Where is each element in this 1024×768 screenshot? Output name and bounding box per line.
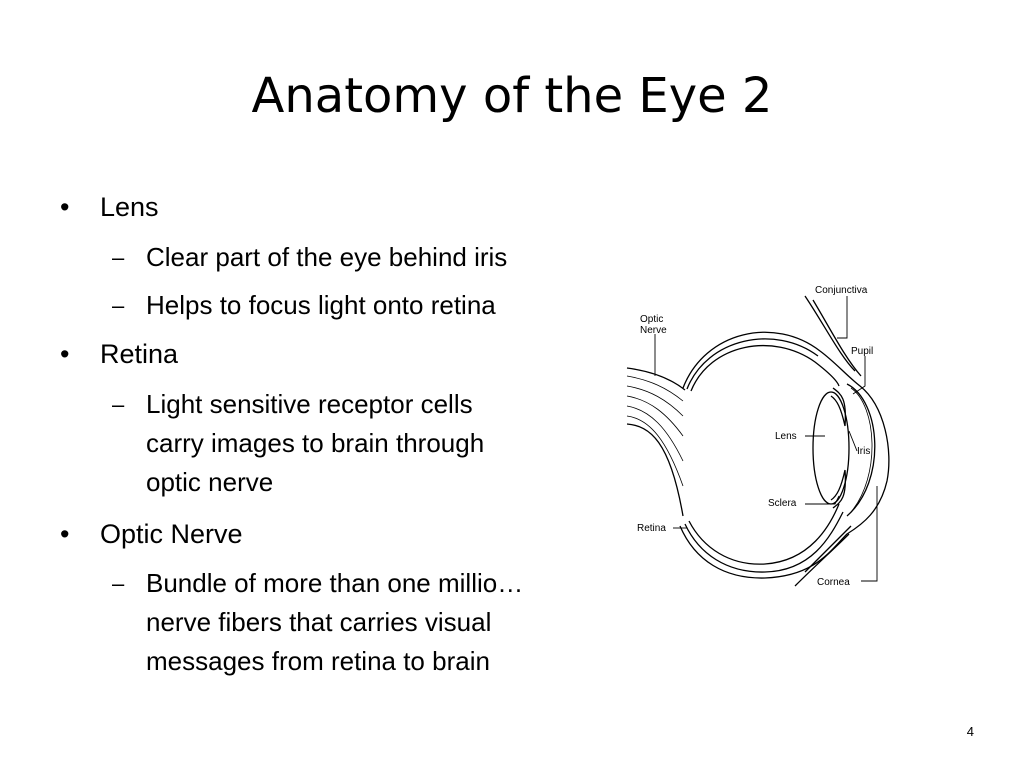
label-pupil: Pupil: [851, 346, 873, 357]
bullet-marker: •: [60, 339, 70, 369]
label-optic-nerve-1: Optic: [640, 314, 663, 325]
bullet-label: Retina: [100, 339, 179, 369]
leader-pupil: [852, 356, 866, 395]
leader-conjunctiva: [837, 296, 848, 339]
dash-marker: –: [112, 293, 125, 318]
dash-marker: –: [112, 392, 125, 417]
sub-bullet-text: Bundle of more than one millio… nerve fi…: [146, 568, 524, 676]
bullet-marker: •: [60, 519, 70, 549]
bullet-label: Lens: [100, 192, 159, 222]
optic-nerve-top: [626, 367, 686, 391]
label-sclera: Sclera: [768, 498, 797, 509]
leader-sclera: [805, 495, 840, 505]
conjunctiva-top: [804, 295, 856, 372]
label-iris: Iris: [857, 446, 870, 457]
sub-bullet-text: Clear part of the eye behind iris: [146, 242, 508, 272]
eye-anatomy-diagram: Conjunctiva Optic Nerve Pupil Lens Iris …: [626, 285, 890, 588]
iris-lower: [830, 469, 847, 509]
slide-title: Anatomy of the Eye 2: [251, 68, 773, 124]
cornea-curve: [846, 383, 876, 517]
label-retina: Retina: [637, 523, 666, 534]
retina-inner: [688, 344, 840, 565]
label-cornea: Cornea: [817, 577, 850, 588]
conjunctiva-bottom: [804, 525, 852, 573]
leader-iris: [848, 430, 858, 452]
dash-marker: –: [112, 245, 125, 270]
label-conjunctiva: Conjunctiva: [815, 285, 868, 296]
bullet-marker: •: [60, 192, 70, 222]
optic-nerve-bottom: [626, 423, 684, 517]
sclera-outer: [679, 331, 890, 579]
sub-bullet-text: Helps to focus light onto retina: [146, 290, 496, 320]
lens-shape: [812, 391, 850, 505]
label-optic-nerve-2: Nerve: [640, 325, 667, 336]
leader-cornea: [861, 486, 878, 582]
sub-bullet-text: Light sensitive receptor cells carry ima…: [146, 389, 485, 497]
label-lens: Lens: [775, 431, 797, 442]
dash-marker: –: [112, 571, 125, 596]
page-number: 4: [966, 724, 974, 739]
choroid-layer: [684, 338, 844, 573]
bullet-label: Optic Nerve: [100, 519, 243, 549]
iris-upper: [830, 387, 847, 427]
